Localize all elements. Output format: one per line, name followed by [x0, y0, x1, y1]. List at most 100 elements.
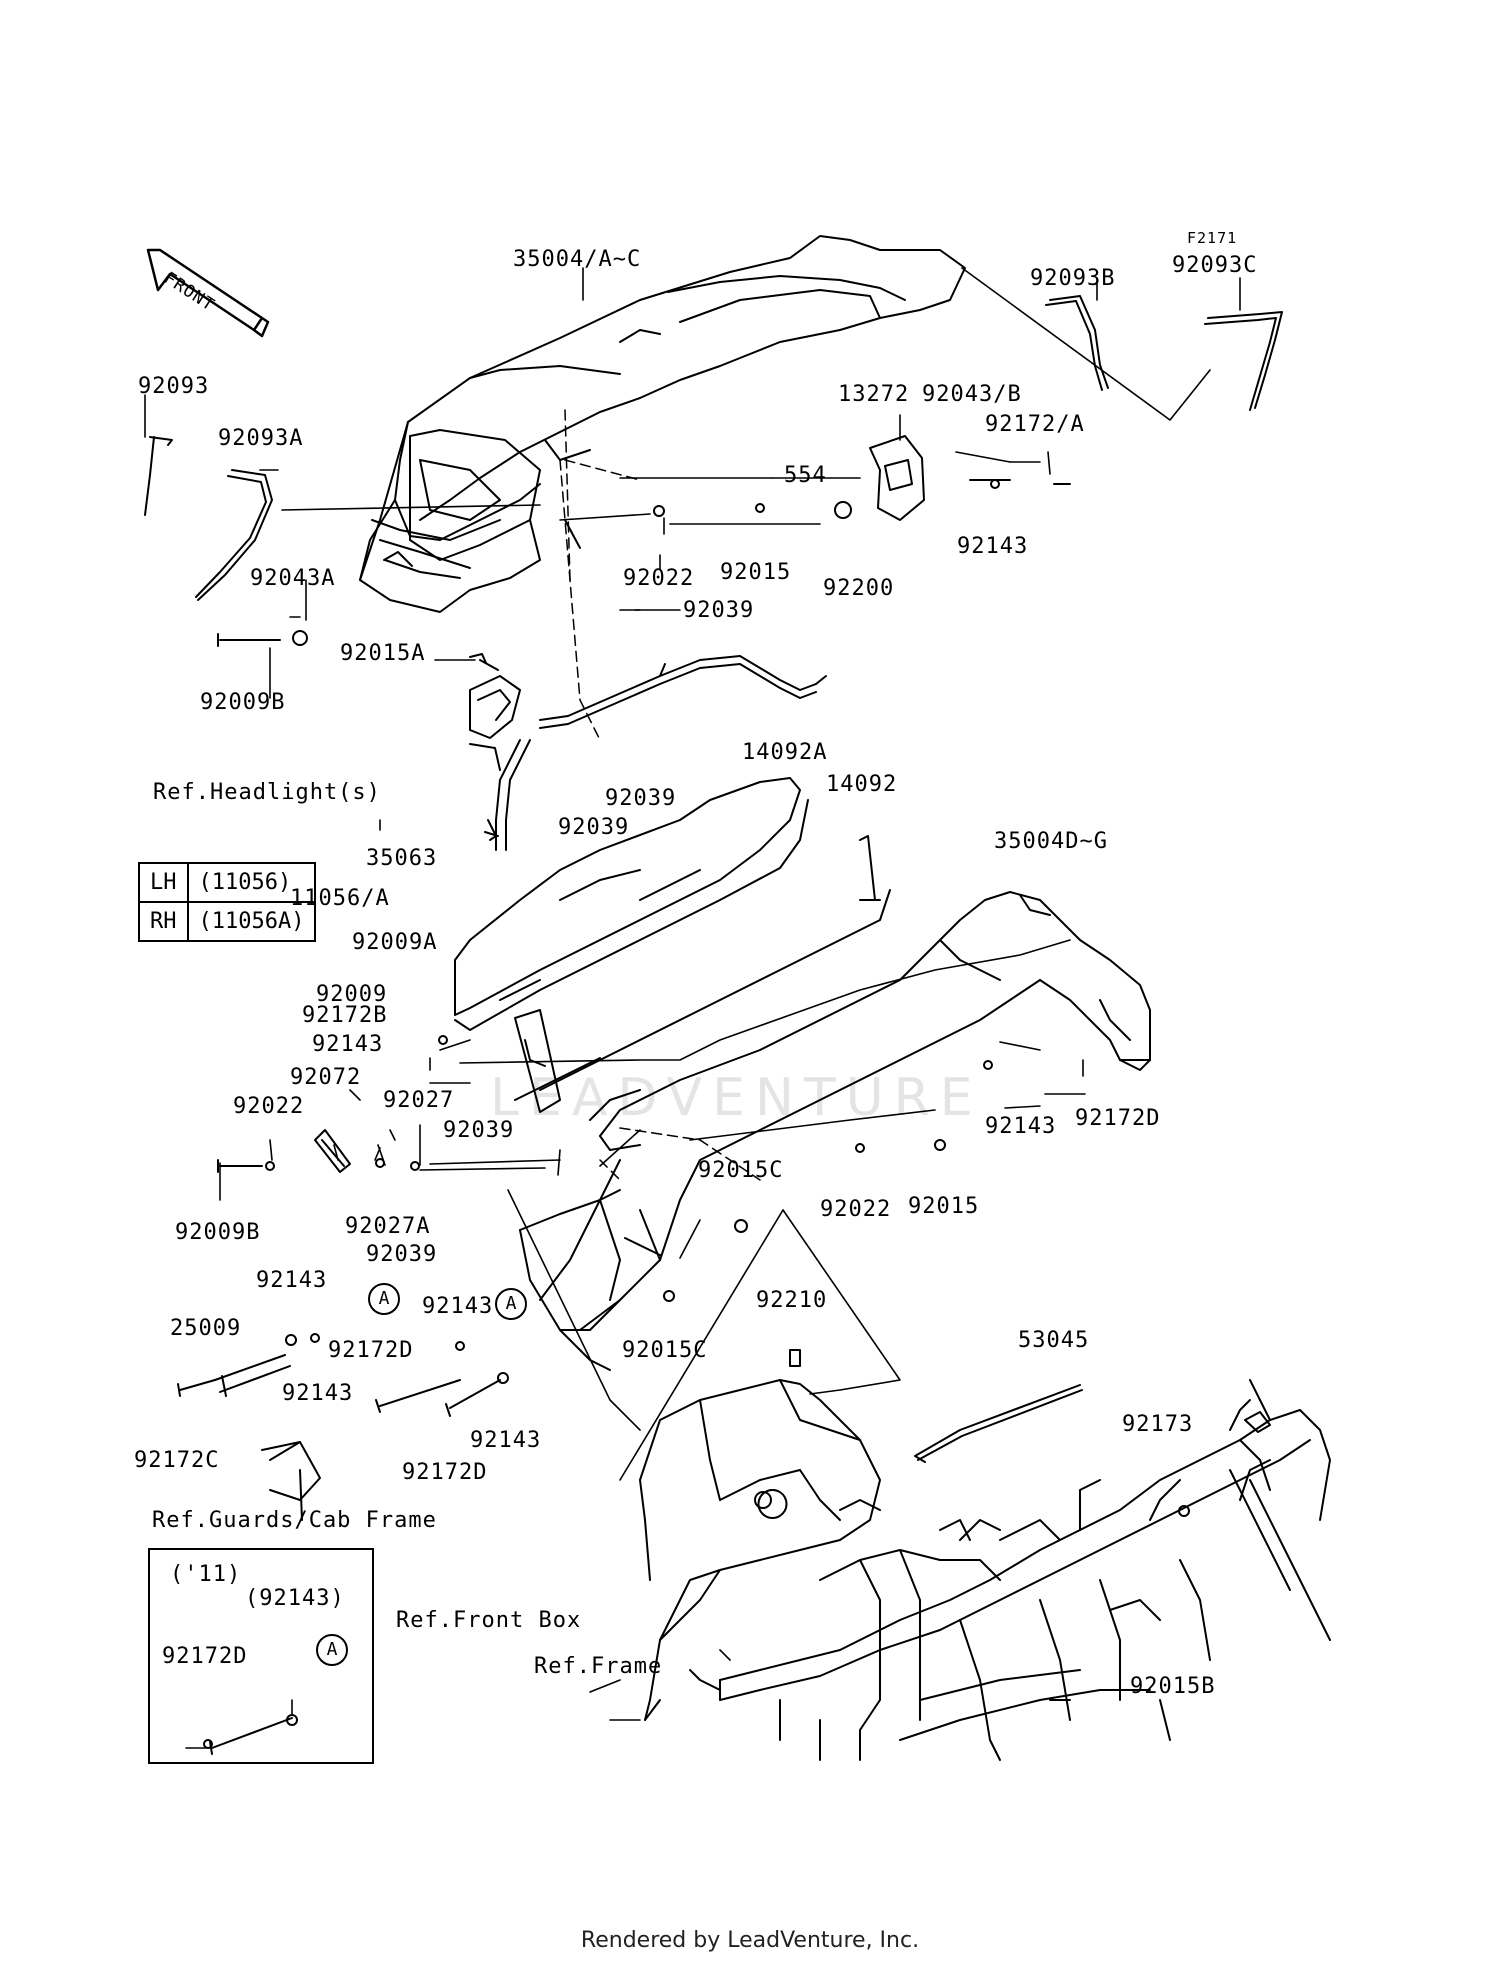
fastener-icons: [203, 479, 1190, 1749]
inset-leader: [185, 1699, 293, 1749]
part-label: 13272: [838, 382, 910, 407]
watermark: LEADVENTURE: [490, 1068, 983, 1128]
part-label: 92022: [623, 566, 695, 591]
part-label: 92093A: [218, 426, 304, 451]
part-label: 92143: [282, 1381, 354, 1406]
table-cell-part: (11056A): [186, 901, 317, 942]
footer-credit: Rendered by LeadVenture, Inc.: [580, 1928, 920, 1953]
part-label: 92043/B: [922, 382, 1022, 407]
part-label: 92009B: [175, 1220, 261, 1245]
table-row: LH (11056): [138, 862, 317, 903]
part-label: 14092: [826, 772, 898, 797]
part-label: 92200: [823, 576, 895, 601]
part-label: 92009: [316, 982, 388, 1007]
side-panel-14092a: [454, 777, 809, 1031]
diagram-code: F2171: [1187, 229, 1238, 247]
clip-92210: [789, 1349, 801, 1367]
table-cell-side: RH: [138, 901, 189, 942]
part-label: 554: [784, 463, 827, 488]
stay-25009: [214, 1354, 321, 1521]
part-label: 92039: [558, 815, 630, 840]
inner-panel-front-box: [639, 1379, 881, 1721]
reference-marker-a: A: [368, 1283, 400, 1315]
part-label: 92015: [720, 560, 792, 585]
part-label: 92039: [605, 786, 677, 811]
front-arrow-icon: [146, 248, 270, 338]
table-cell-part: (11056): [186, 862, 317, 903]
part-label: 92143: [422, 1294, 494, 1319]
part-label: 92027: [383, 1088, 455, 1113]
part-label: 14092A: [742, 740, 828, 765]
ref-label: Ref.Guards/Cab Frame: [152, 1508, 437, 1533]
part-label: 92022: [233, 1094, 305, 1119]
part-label: 92172D: [1075, 1106, 1161, 1131]
ref-label: Ref.Front Box: [396, 1608, 582, 1633]
headlight-bracket: [469, 659, 521, 841]
part-label: 92143: [470, 1428, 542, 1453]
part-label: 92172D: [328, 1338, 414, 1363]
part-label: 92043A: [250, 566, 336, 591]
chassis-frame: [689, 1379, 1331, 1761]
ref-label: Ref.Frame: [534, 1654, 663, 1679]
trim-strip-92093: [144, 436, 173, 516]
part-label: 92093B: [1030, 266, 1116, 291]
part-label: 92015A: [340, 641, 426, 666]
fender-35004dg: [519, 891, 1151, 1371]
trim-strip-92093b: [1045, 295, 1109, 391]
part-label: 92143: [985, 1114, 1057, 1139]
part-label: 92210: [756, 1288, 828, 1313]
part-label: 92009B: [200, 690, 286, 715]
trim-strip-92093a: [195, 469, 273, 601]
part-label: 35004D~G: [994, 829, 1108, 854]
part-label: 92172/A: [985, 412, 1085, 437]
part-label: 92143: [957, 534, 1029, 559]
pin-92072: [314, 1129, 351, 1173]
headlight-opening: [383, 459, 501, 567]
part-label: 92093: [138, 374, 210, 399]
cable-53045: [914, 1384, 1083, 1463]
part-label: 92039: [366, 1242, 438, 1267]
part-label: 92015C: [698, 1158, 784, 1183]
reference-marker-a: A: [495, 1288, 527, 1320]
year-inset-box: ('11) (92143) 92172D A: [148, 1548, 374, 1764]
part-label: 53045: [1018, 1328, 1090, 1353]
bracket-13272: [869, 435, 925, 521]
inset-part: (92143): [245, 1586, 345, 1611]
part-label: 35004/A~C: [513, 247, 642, 272]
lh-rh-table: LH (11056) RH (11056A): [138, 862, 317, 942]
part-label: 92172B: [302, 1003, 388, 1028]
part-label: 92173: [1122, 1412, 1194, 1437]
callout-lines: [507, 1189, 901, 1721]
part-label: 92172D: [402, 1460, 488, 1485]
trim-strip-92093c: [1204, 311, 1283, 411]
screw-icons: [177, 479, 1071, 1755]
part-label: 92039: [443, 1118, 515, 1143]
part-label: 92072: [290, 1065, 362, 1090]
part-label: 35063: [366, 846, 438, 871]
ref-label: Ref.Headlight(s): [153, 780, 381, 805]
part-label: 25009: [170, 1316, 242, 1341]
part-label: 92143: [256, 1268, 328, 1293]
part-label: 92022: [820, 1197, 892, 1222]
clip-92173: [1244, 1411, 1271, 1433]
part-label: 92015C: [622, 1338, 708, 1363]
part-label: 92015B: [1130, 1674, 1216, 1699]
support-rod: [495, 655, 827, 851]
part-label: 92009A: [352, 930, 438, 955]
leader-lines-mid: [219, 939, 1086, 1259]
part-label: 92027A: [345, 1214, 431, 1239]
inset-year: ('11): [170, 1562, 242, 1587]
part-label: 92039: [683, 598, 755, 623]
inset-part: 92172D: [162, 1644, 248, 1669]
part-label: 92093C: [1172, 253, 1258, 278]
part-label: 92015: [908, 1194, 980, 1219]
table-cell-side: LH: [138, 862, 189, 903]
part-label: 92172C: [134, 1448, 220, 1473]
table-row: RH (11056A): [138, 901, 317, 942]
reference-marker-a: A: [316, 1634, 348, 1666]
part-label: 92143: [312, 1032, 384, 1057]
leader-lines: [144, 267, 1241, 831]
front-cover-hood: [359, 235, 966, 613]
